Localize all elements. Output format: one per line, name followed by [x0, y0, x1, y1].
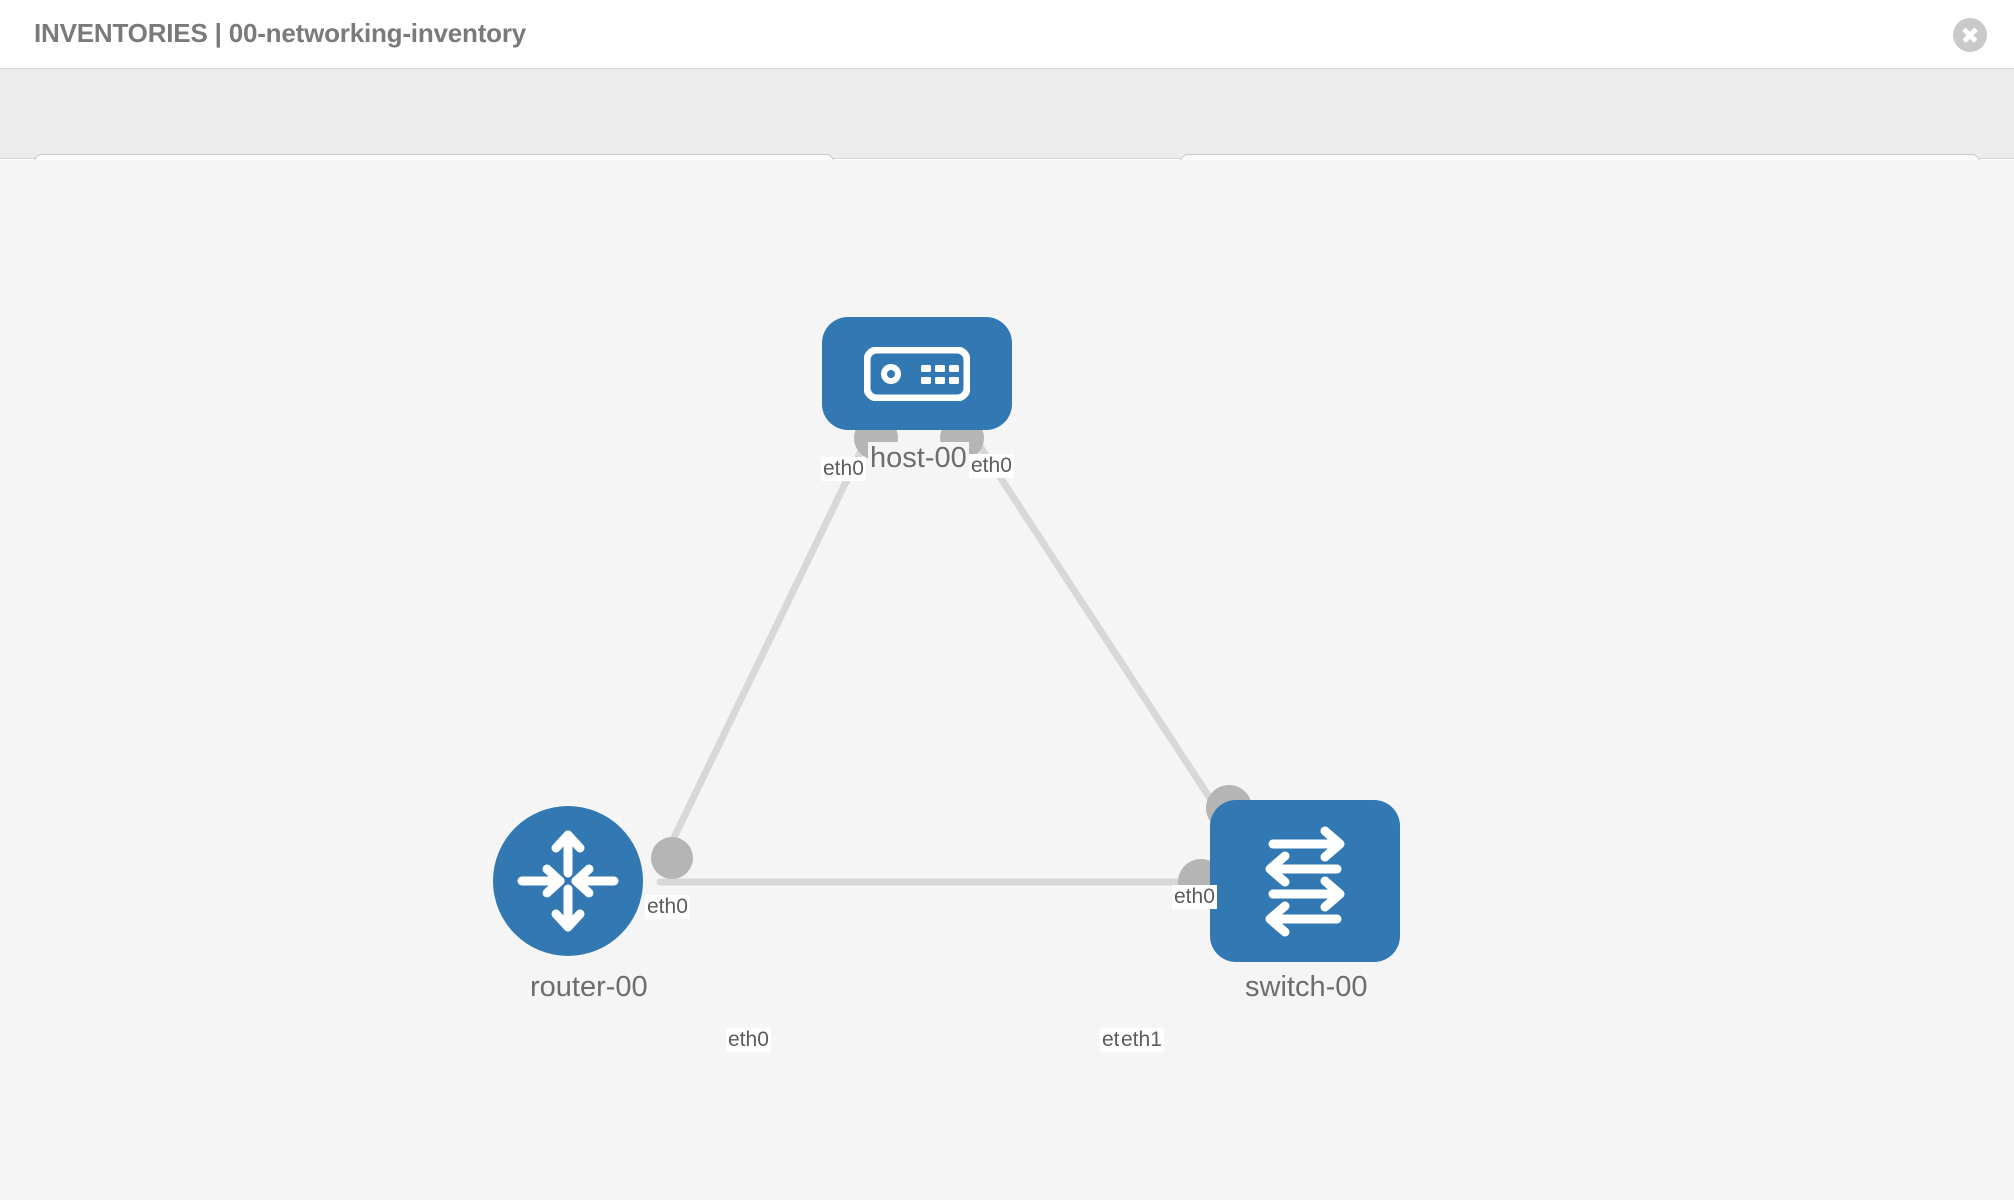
iface-label-host-left: eth0 [821, 457, 866, 481]
page-title: INVENTORIES | 00-networking-inventory [34, 18, 527, 48]
topology-canvas[interactable]: host-00 router-00 switch-00 eth0 eth0 et… [0, 160, 2014, 1200]
iface-label-host-right: eth0 [969, 454, 1014, 478]
close-icon[interactable] [1953, 18, 1987, 52]
link-host-router [664, 424, 876, 854]
iface-label-switch-side-b: eth1 [1119, 1028, 1164, 1052]
node-label-router-00: router-00 [528, 971, 650, 1004]
node-label-host-00: host-00 [868, 442, 969, 475]
server-appliance-icon [864, 346, 970, 401]
port-layer [651, 416, 1252, 905]
node-router-00[interactable] [493, 806, 643, 956]
link-host-switch [964, 424, 1236, 836]
node-switch-00[interactable] [1210, 800, 1400, 962]
bidirectional-arrows-icon [1265, 826, 1345, 937]
toolbar: ACTIONS SEARCH [0, 69, 2014, 212]
topology-graph [651, 416, 1252, 905]
page-header: INVENTORIES | 00-networking-inventory [0, 0, 2014, 69]
iface-label-switch-up: eth0 [1172, 885, 1217, 909]
node-label-switch-00: switch-00 [1243, 971, 1370, 1004]
port-router-right [651, 837, 693, 879]
iface-label-router-side: eth0 [726, 1028, 771, 1052]
four-arrows-converging-icon [517, 830, 619, 932]
link-layer [656, 424, 1236, 886]
node-host-00[interactable] [822, 317, 1012, 430]
iface-label-router-up: eth0 [645, 895, 690, 919]
